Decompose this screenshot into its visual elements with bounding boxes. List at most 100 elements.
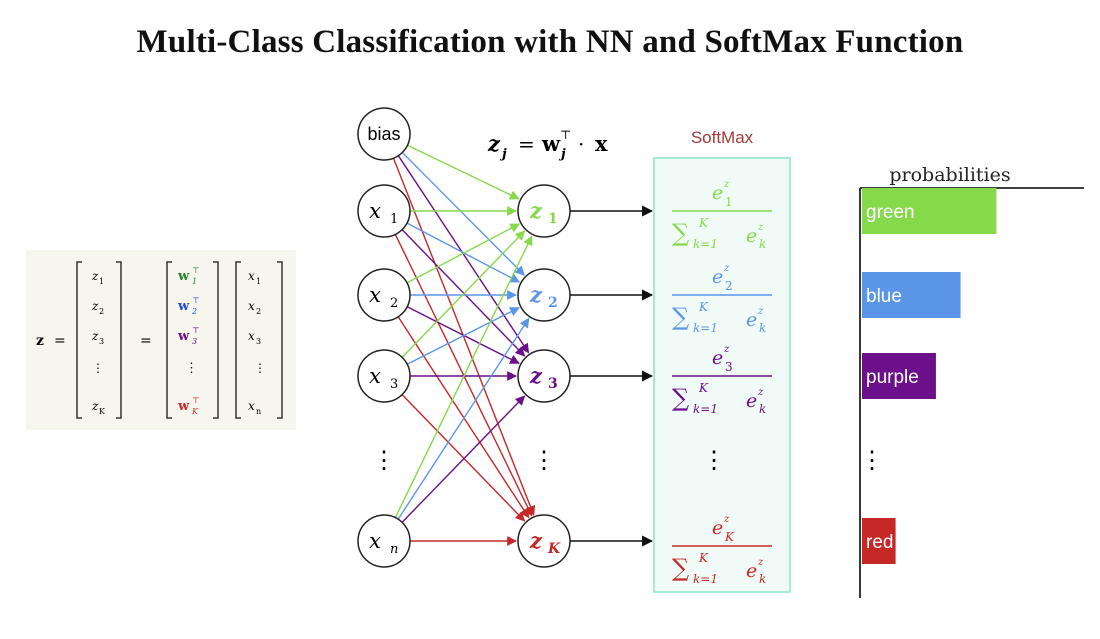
output-to-softmax-arrows	[570, 205, 654, 547]
denominator-exponent: z	[757, 387, 764, 398]
denominator-subscript: k	[759, 321, 766, 335]
output-ellipsis: ⋮	[532, 446, 556, 474]
z-vector-left-bracket	[76, 261, 82, 419]
node-circle	[357, 514, 411, 568]
bar-label: green	[866, 202, 915, 223]
connection-line	[401, 395, 526, 523]
z-vector-subscript: K	[99, 407, 106, 416]
z-vector-right-bracket	[116, 261, 122, 419]
denominator-sum: ∑	[672, 303, 689, 331]
node-subscript: K	[547, 541, 561, 557]
numerator-subscript: 2	[725, 279, 733, 293]
connection-line	[401, 394, 526, 522]
denominator-e: e	[746, 225, 757, 247]
w-matrix-row: w	[177, 299, 190, 314]
node-circle	[517, 268, 571, 322]
x-vector-subscript: 3	[256, 337, 261, 346]
node-circle	[357, 349, 411, 403]
probability-bar-blue: blue	[862, 272, 961, 318]
node-label: z	[529, 528, 543, 553]
numerator-e: e	[712, 347, 723, 369]
connection-line	[394, 234, 533, 517]
denominator-sum: ∑	[672, 384, 689, 412]
numerator-e: e	[712, 266, 723, 288]
w-matrix: w⊤1w⊤2w⊤3⋮w⊤K	[177, 266, 200, 416]
matrix-equals-2: =	[140, 333, 152, 349]
w-matrix-row: w	[177, 269, 190, 284]
sum-lower-limit: k=1	[693, 402, 718, 416]
connection-line	[406, 306, 520, 364]
x-vector-subscript: 2	[256, 307, 261, 316]
formula-equals: =	[518, 132, 535, 156]
page-title: Multi-Class Classification with NN and S…	[136, 24, 964, 60]
node-label: x	[369, 283, 381, 307]
denominator-e: e	[746, 309, 757, 331]
softmax-ellipsis: ⋮	[702, 446, 726, 474]
node-subscript: n	[390, 542, 398, 557]
probabilities-title: probabilities	[889, 164, 1010, 186]
formula-dot: ·	[578, 132, 584, 156]
z-vector-entry: z	[91, 269, 99, 283]
probability-bar-green: green	[862, 188, 997, 234]
denominator-e: e	[746, 390, 757, 412]
matrix-equals-1: =	[54, 333, 66, 349]
x-vector-left-bracket	[235, 261, 241, 419]
sum-upper-limit: K	[698, 216, 709, 230]
matrix-panel-background	[26, 250, 296, 430]
denominator-sum: ∑	[672, 554, 689, 582]
w-matrix-transpose: ⊤	[192, 266, 200, 275]
node-label: x	[369, 529, 381, 553]
node-label: bias	[367, 124, 400, 144]
node-subscript: 1	[548, 211, 558, 227]
formula-w: w	[541, 131, 561, 156]
bar-rect	[862, 188, 997, 234]
softmax-box	[653, 157, 791, 593]
network-connections	[392, 144, 536, 546]
bar-label: blue	[866, 286, 902, 307]
bar-rect	[862, 518, 896, 564]
formula-z-subscript: j	[499, 147, 507, 162]
formula-x: x	[595, 131, 608, 156]
x-vector-subscript: n	[256, 407, 261, 416]
node-subscript: 3	[548, 376, 558, 392]
matrix-lhs-z: z	[36, 333, 44, 349]
x-vector-entry: x	[248, 399, 255, 413]
sum-lower-limit: k=1	[693, 321, 718, 335]
connection-line	[407, 144, 520, 200]
w-matrix-transpose: ⊤	[192, 326, 200, 335]
node-label: x	[369, 199, 381, 223]
w-matrix-subscript: K	[191, 407, 199, 416]
z-vector-entry: z	[91, 329, 99, 343]
w-matrix-subscript: 3	[192, 337, 197, 346]
denominator-subscript: k	[759, 572, 766, 586]
w-matrix-transpose: ⊤	[192, 296, 200, 305]
denominator-exponent: z	[757, 306, 764, 317]
x-vector-entry: x	[248, 299, 255, 313]
numerator-subscript: 1	[725, 195, 733, 209]
z-vector-entry: ⋮	[92, 361, 104, 375]
numerator-exponent: z	[723, 263, 730, 274]
connection-line	[397, 317, 530, 520]
probability-bar-red: red	[862, 518, 896, 564]
node-label: z	[529, 363, 543, 388]
w-matrix-subscript: 2	[191, 307, 197, 316]
sum-upper-limit: K	[698, 381, 709, 395]
x-vector-subscript: 1	[256, 277, 261, 286]
denominator-exponent: z	[757, 222, 764, 233]
bar-rect	[862, 272, 961, 318]
node-subscript: 3	[390, 377, 398, 392]
denominator-subscript: k	[759, 402, 766, 416]
bar-label: red	[866, 532, 893, 553]
w-matrix-row: ⋮	[185, 361, 198, 376]
